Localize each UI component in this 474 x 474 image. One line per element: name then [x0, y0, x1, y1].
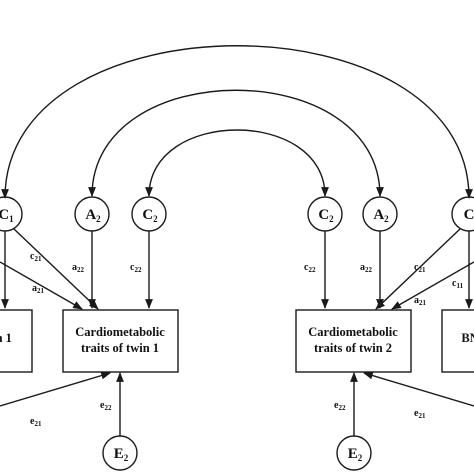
- node-c1-left: C1: [0, 207, 14, 224]
- label-a21-right: a21: [414, 295, 427, 307]
- label-c22-left: c22: [130, 262, 142, 274]
- node-e2-left: E2: [114, 446, 129, 463]
- label-e22-right: e22: [334, 400, 346, 412]
- box-bmi-twin1-label: in 1: [0, 331, 12, 345]
- node-e2-right-circle: [336, 435, 372, 471]
- box-cardio-twin1-line1: Cardiometabolic: [75, 325, 165, 339]
- label-c11-right: c11: [452, 278, 464, 290]
- box-bmi-twin2-label: BN: [461, 331, 474, 345]
- path-c1-to-cardio1: [13, 228, 99, 310]
- node-c1-right: C: [464, 207, 474, 223]
- label-a21-left: a21: [32, 283, 45, 295]
- node-e2-right: E2: [348, 446, 363, 463]
- path-e1-to-cardio1: [0, 371, 111, 407]
- box-cardio-twin2-line1: Cardiometabolic: [308, 325, 398, 339]
- box-cardio-twin2: [295, 309, 412, 373]
- label-e21-right: e21: [414, 408, 426, 420]
- node-c1-left-circle: [0, 196, 23, 232]
- box-bmi-twin1: [0, 309, 33, 373]
- label-a22-right: a22: [360, 262, 373, 274]
- node-c2-left-circle: [131, 196, 167, 232]
- node-c2-right: C2: [318, 207, 334, 224]
- node-a2-right-circle: [362, 196, 398, 232]
- label-c21-right: c21: [414, 262, 426, 274]
- box-cardio-twin1-line2: traits of twin 1: [81, 341, 159, 355]
- node-a2-left: A2: [85, 207, 101, 224]
- path-a1-to-cardio1: [0, 261, 83, 310]
- node-a2-right: A2: [373, 207, 389, 224]
- label-e22-left: e22: [100, 400, 112, 412]
- path-e1-to-cardio2: [363, 371, 474, 407]
- node-c1-right-circle: [451, 196, 474, 232]
- node-a2-left-circle: [74, 196, 110, 232]
- label-e21-left: e21: [30, 416, 42, 428]
- path-c1-to-cardio2: [375, 228, 461, 310]
- node-e2-left-circle: [102, 435, 138, 471]
- arc-inner-c2: [145, 129, 329, 197]
- label-c22-right: c22: [304, 262, 316, 274]
- label-c21-left: c21: [30, 251, 42, 263]
- box-cardio-twin2-line2: traits of twin 2: [314, 341, 392, 355]
- arc-outer-c1: [1, 45, 473, 199]
- arc-middle-a2: [88, 89, 384, 197]
- path-a1-to-cardio2: [391, 261, 474, 310]
- node-c2-left: C2: [142, 207, 158, 224]
- box-bmi-twin2: [441, 309, 474, 373]
- box-cardio-twin1: [62, 309, 179, 373]
- label-a22-left: a22: [72, 262, 85, 274]
- node-c2-right-circle: [307, 196, 343, 232]
